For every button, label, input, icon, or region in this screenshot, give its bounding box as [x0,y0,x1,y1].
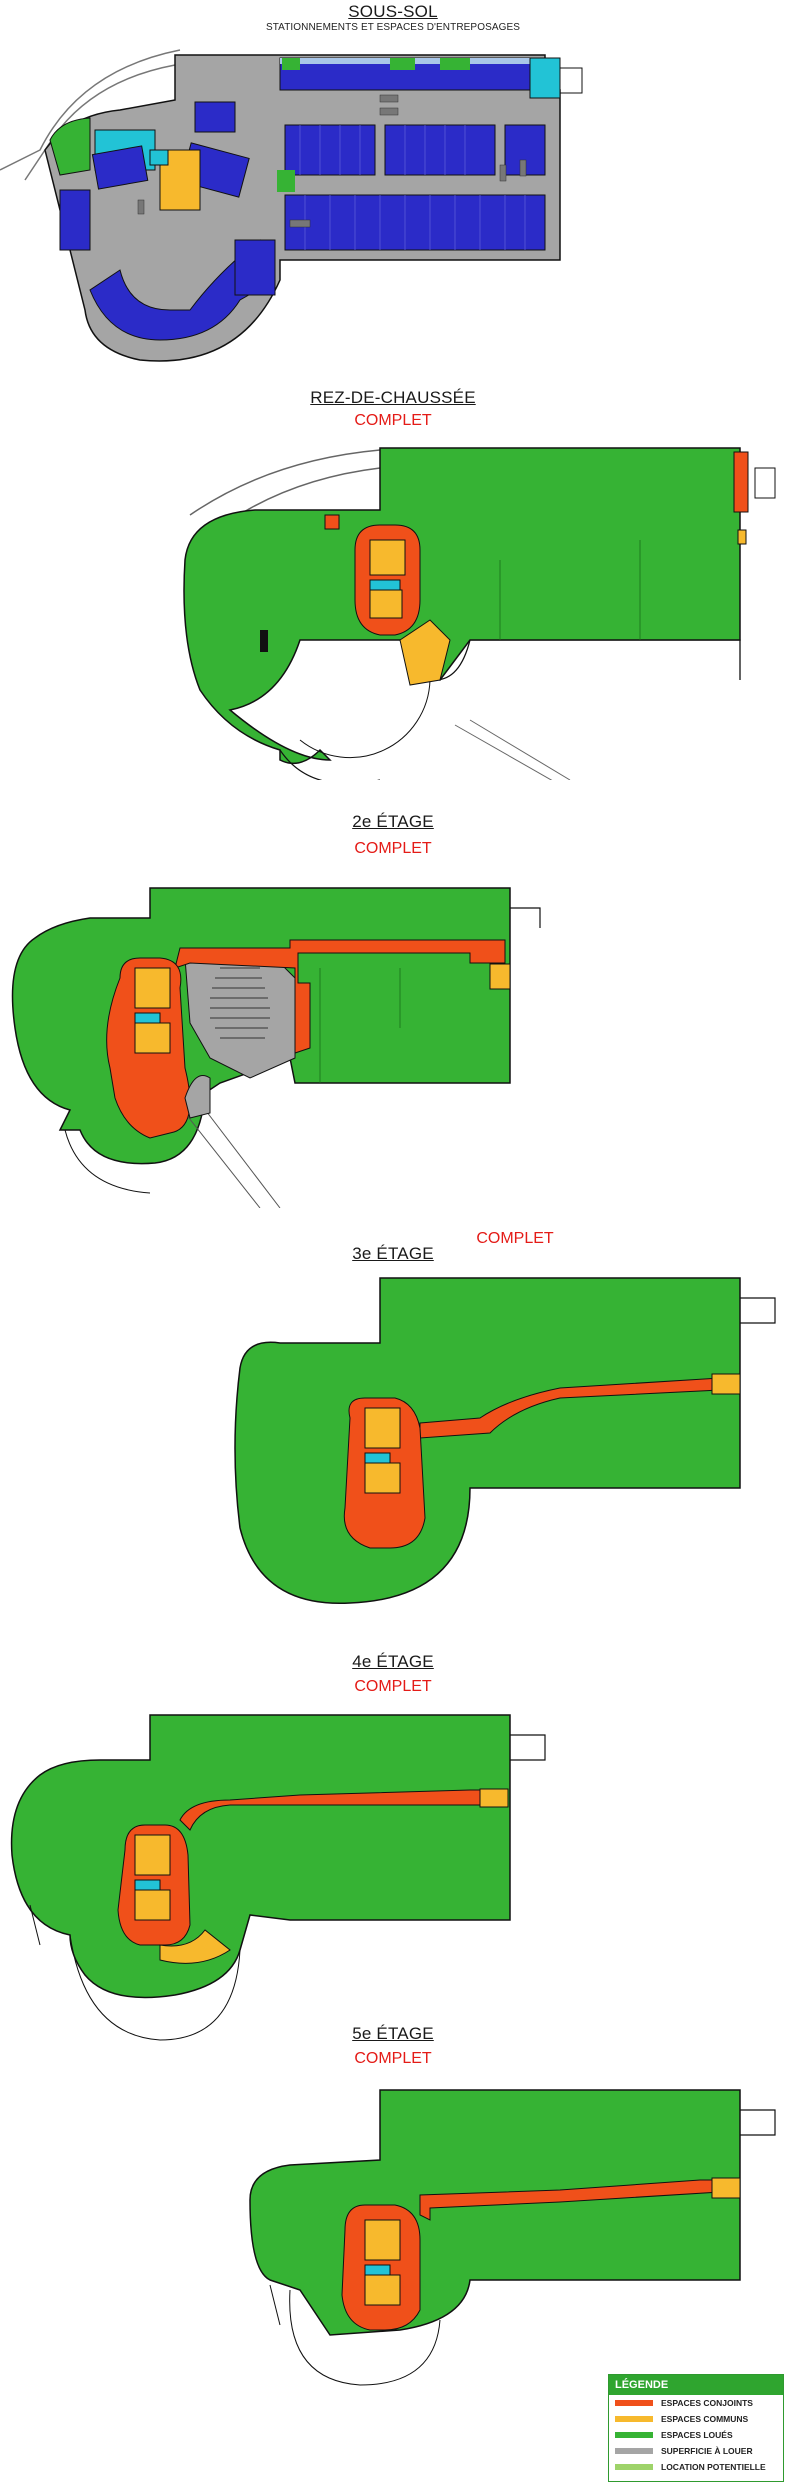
parking-block [284,124,376,176]
storage-block [390,58,415,70]
etage3-title: 3e ÉTAGE [352,1244,434,1263]
parking-block [284,194,546,251]
legend-swatch [615,2416,653,2422]
etage4-floor-plan [10,1714,546,2041]
legend-item: ESPACES COMMUNS [609,2411,783,2427]
rdc-floor-plan [183,447,776,780]
etage5-floor-plan [249,2089,776,2386]
parking-block [384,124,496,176]
etage4-status: COMPLET [354,1678,432,1695]
rdc-status: COMPLET [354,412,432,429]
legend-title: LÉGENDE [609,2375,783,2395]
legend-label: ESPACES CONJOINTS [661,2398,753,2408]
storage-block [277,170,295,192]
legend-swatch [615,2448,653,2454]
etage5-status: COMPLET [354,2050,432,2067]
legend-item: SUPERFICIE À LOUER [609,2443,783,2459]
legend-swatch [615,2432,653,2438]
legend-item: ESPACES CONJOINTS [609,2395,783,2411]
legend-item: ESPACES LOUÉS [609,2427,783,2443]
parking-block [234,239,276,296]
storage-block [282,58,300,70]
legend-label: ESPACES COMMUNS [661,2414,749,2424]
parking-block [91,145,149,190]
legend-label: SUPERFICIE À LOUER [661,2446,753,2456]
sous-sol-subtitle: STATIONNEMENTS ET ESPACES D'ENTREPOSAGES [265,22,521,33]
etage3-floor-plan [234,1277,776,1605]
legend-swatch [615,2464,653,2470]
parking-block [59,189,91,251]
etage2-floor-plan [11,887,541,1208]
legend-swatch [615,2400,653,2406]
legend-label: LOCATION POTENTIELLE [661,2462,766,2472]
sous-sol-title: SOUS-SOL [348,2,438,21]
etage3-status: COMPLET [476,1230,554,1247]
etage2-status: COMPLET [354,840,432,857]
etage4-title: 4e ÉTAGE [352,1652,434,1671]
legend: LÉGENDE ESPACES CONJOINTS ESPACES COMMUNS… [608,2374,784,2482]
etage2-title: 2e ÉTAGE [352,812,434,831]
storage-block [440,58,470,70]
rdc-title: REZ-DE-CHAUSSÉE [310,388,476,407]
legend-item: LOCATION POTENTIELLE [609,2459,783,2475]
sous-sol-floor-plan [0,49,583,362]
etage5-title: 5e ÉTAGE [352,2024,434,2043]
legend-label: ESPACES LOUÉS [661,2430,733,2440]
